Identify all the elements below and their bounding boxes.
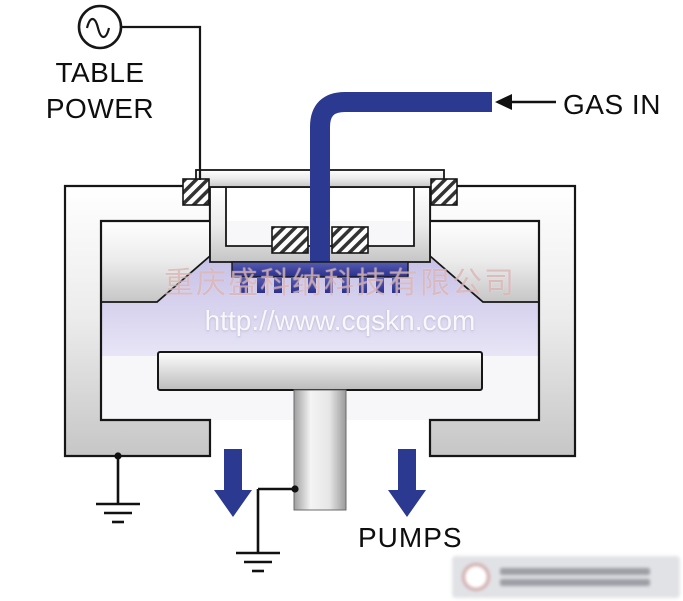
- showerhead-nozzle: [392, 277, 400, 293]
- watermark-logo-text-blur: [500, 564, 650, 590]
- feedthrough-hatch-left: [271, 226, 309, 254]
- showerhead-nozzle: [257, 277, 265, 293]
- table-power-label: TABLE POWER: [45, 57, 155, 124]
- pump-port-arrow-left: [214, 449, 252, 517]
- watermark-url-text: http://www.cqskn.com: [204, 305, 476, 336]
- watermark-logo-circle-icon: [462, 563, 490, 591]
- showerhead-nozzles: [240, 277, 400, 293]
- gas-in-arrow: [495, 94, 556, 110]
- gas-line: [310, 92, 492, 272]
- watermark-company-text: 重庆盛科纳科技有限公司: [164, 267, 516, 300]
- ground-symbol-center: [236, 485, 299, 573]
- pump-port-arrow-right: [388, 449, 426, 517]
- pumps-label: PUMPS: [358, 522, 463, 553]
- pedestal-column: [293, 389, 347, 511]
- showerhead-nozzle: [308, 277, 316, 293]
- ac-source-icon: [77, 4, 123, 50]
- showerhead-nozzle: [291, 277, 299, 293]
- bottom-right-watermark: [452, 556, 680, 598]
- gas-in-label: GAS IN: [563, 89, 661, 120]
- feedthrough-hatch-right: [331, 226, 369, 254]
- showerhead-nozzle: [376, 277, 384, 293]
- showerhead-nozzle: [325, 277, 333, 293]
- showerhead-nozzle: [274, 277, 282, 293]
- ground-symbol-left: [96, 452, 140, 524]
- table-power-wire: [121, 25, 202, 180]
- seal-hatch-left: [182, 178, 210, 206]
- showerhead: [231, 261, 409, 278]
- seal-hatch-right: [430, 178, 458, 206]
- plasma-region: [101, 256, 539, 356]
- showerhead-nozzle: [342, 277, 350, 293]
- ac-sine-wave: [85, 17, 111, 39]
- wafer-table: [157, 351, 483, 391]
- showerhead-nozzle: [240, 277, 248, 293]
- showerhead-nozzle: [359, 277, 367, 293]
